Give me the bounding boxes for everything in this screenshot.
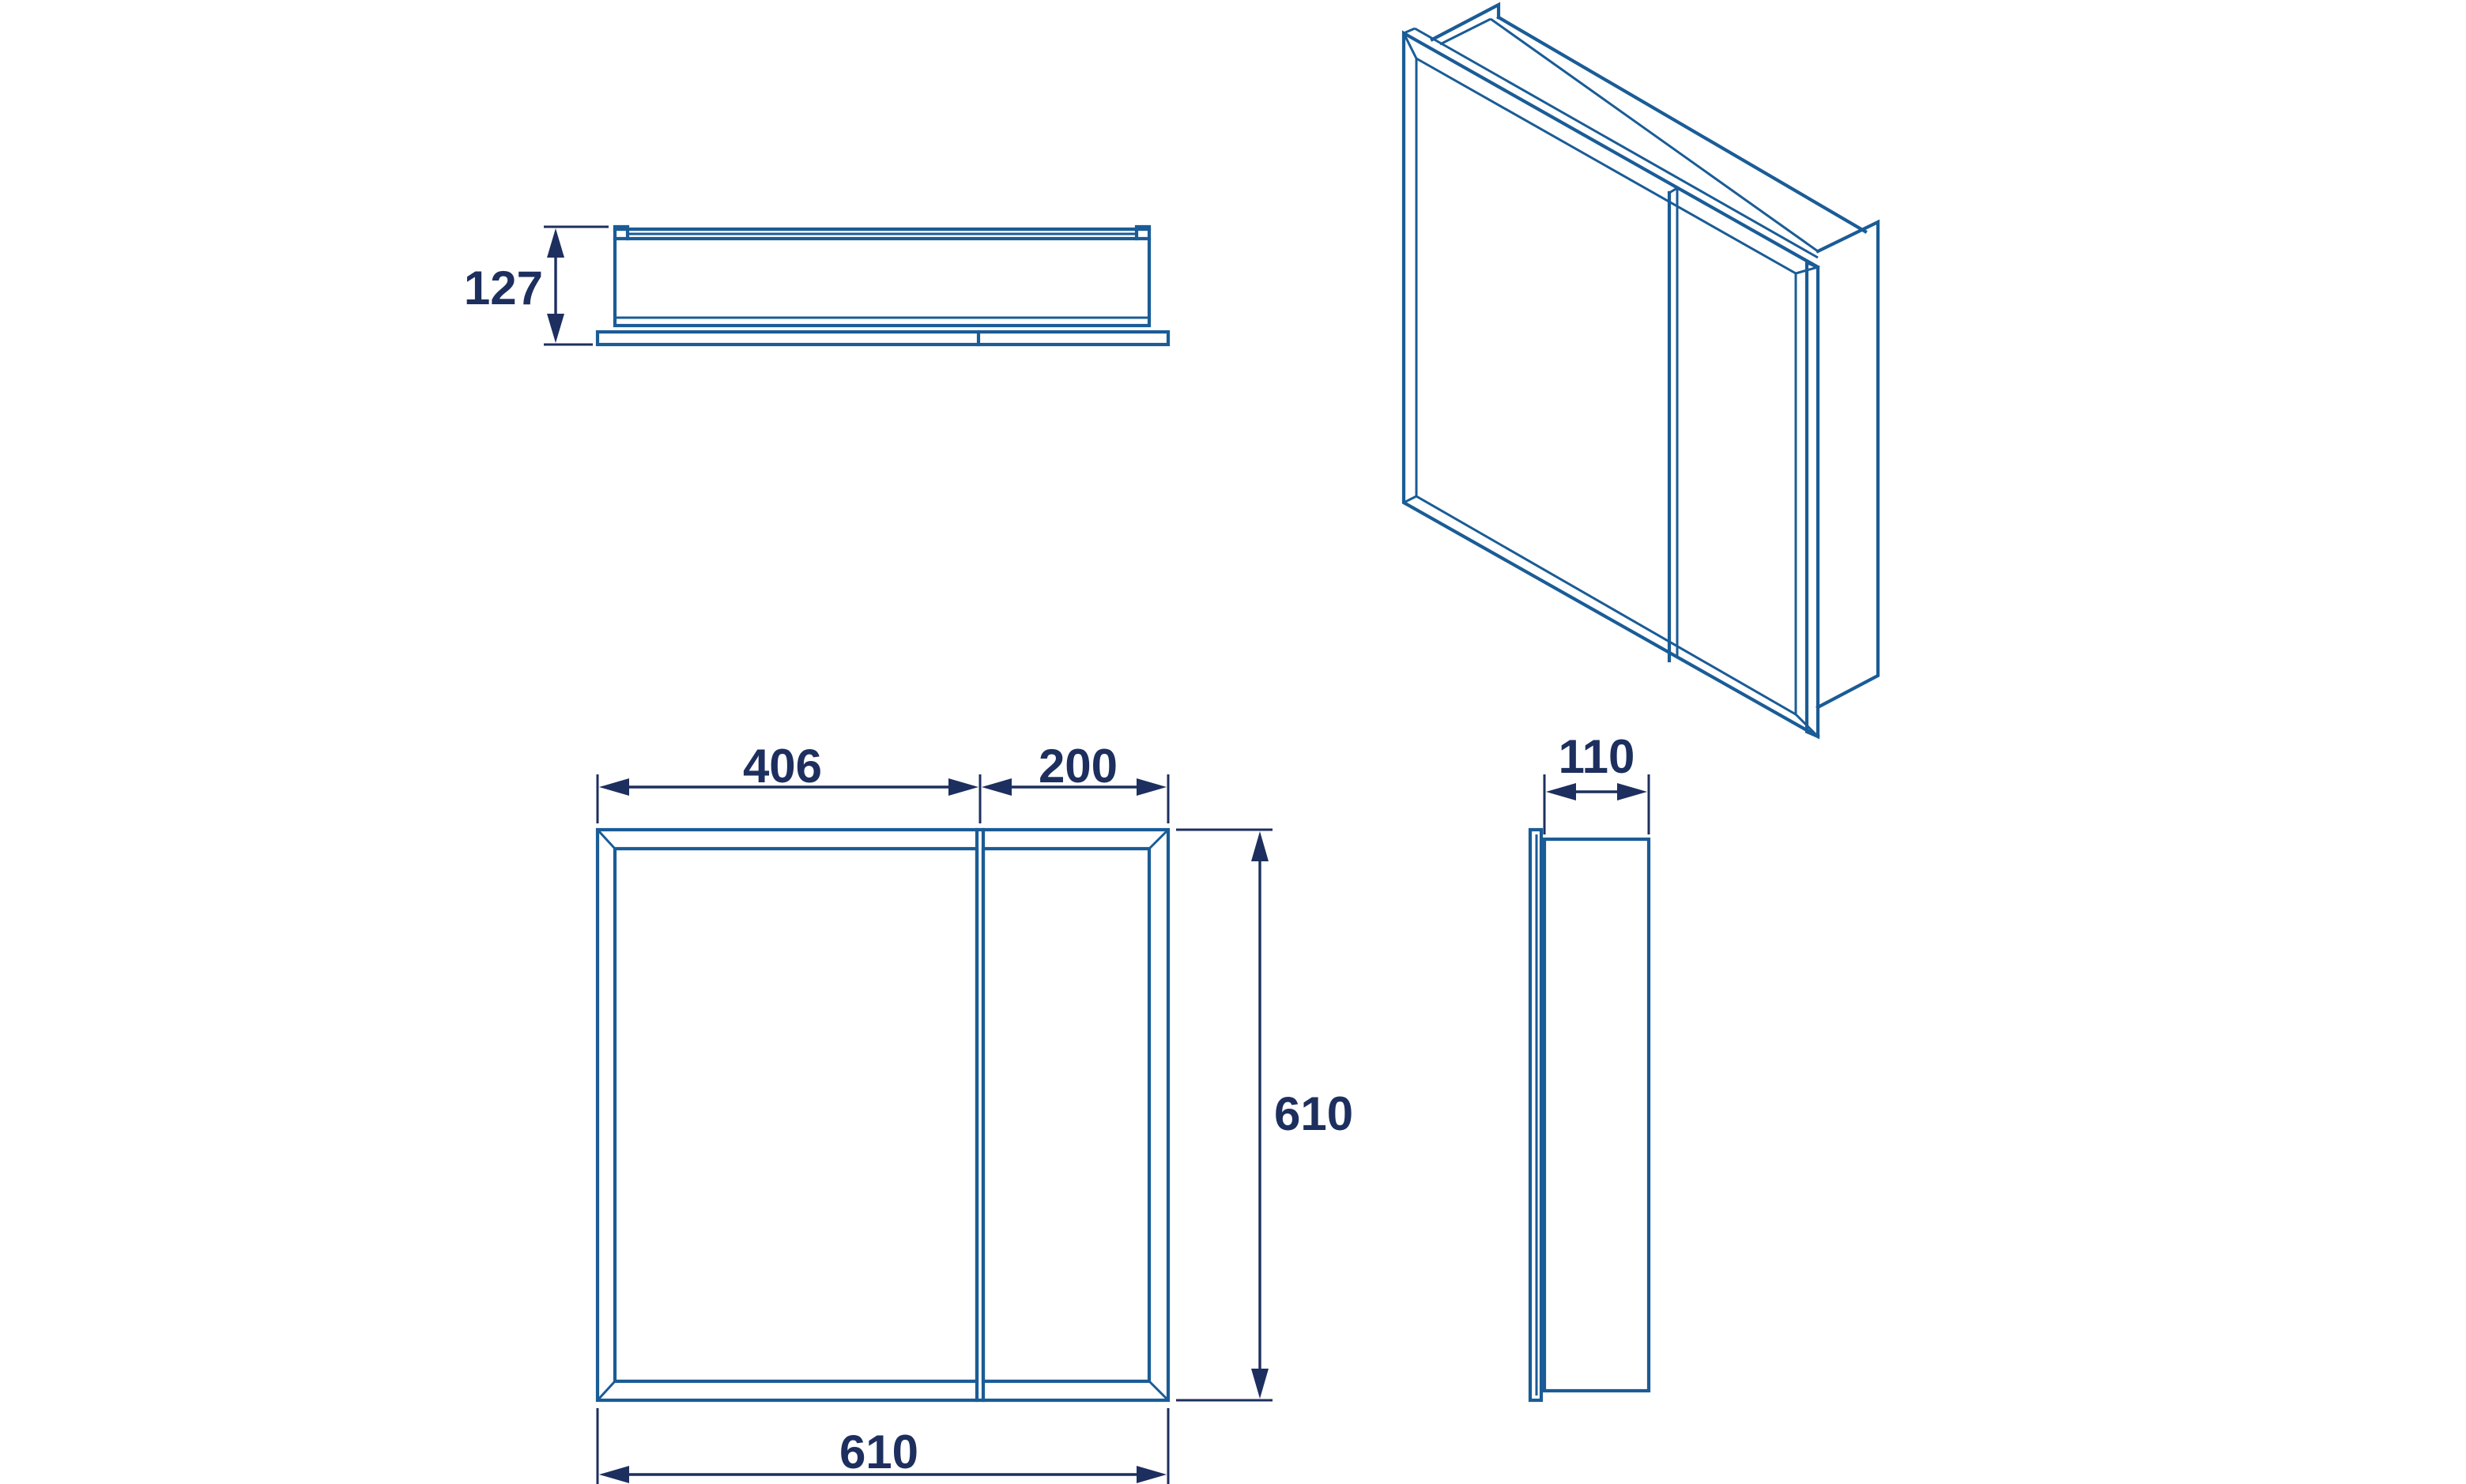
width-left-arrow-l xyxy=(599,778,629,796)
top-view-left-tab xyxy=(613,224,630,241)
total-height-arrow-down xyxy=(1251,1369,1269,1399)
front-left-door-inner xyxy=(613,846,979,1384)
total-width-label: 610 xyxy=(839,1426,918,1478)
dimension-total-height: 610 xyxy=(1176,828,1353,1402)
side-view-body xyxy=(1542,837,1651,1393)
depth-side-arrow-r xyxy=(1617,783,1647,800)
iso-door-top-bevel xyxy=(1414,27,1819,259)
front-view-outer-frame xyxy=(595,827,1171,1403)
dimension-top-widths: 406 200 xyxy=(596,740,1170,823)
front-bevel-bl xyxy=(596,1380,616,1402)
total-height-label: 610 xyxy=(1274,1087,1353,1140)
iso-corner-bl xyxy=(1403,495,1417,504)
depth-top-arrow-down xyxy=(547,314,564,343)
depth-side-arrow-l xyxy=(1546,783,1576,800)
depth-top-arrow-up xyxy=(547,228,564,258)
front-bevel-tl xyxy=(596,828,616,850)
width-right-label: 200 xyxy=(1039,740,1118,793)
iso-back-top-edge xyxy=(1496,15,1868,234)
iso-top-rear-edge xyxy=(1490,17,1819,253)
top-view-right-tab xyxy=(1134,224,1152,241)
front-right-door-inner xyxy=(981,846,1152,1384)
top-view-door-frame xyxy=(595,330,1171,347)
iso-door-thickness-top xyxy=(1403,27,1416,35)
depth-top-label: 127 xyxy=(464,262,543,315)
width-left-label: 406 xyxy=(743,740,822,793)
dimension-total-width: 610 xyxy=(596,1408,1170,1484)
total-height-arrow-up xyxy=(1251,831,1269,861)
dimension-depth-top: 127 xyxy=(464,225,609,346)
iso-back-side xyxy=(1816,219,1880,710)
width-right-arrow-l xyxy=(982,778,1012,796)
dimension-depth-side: 110 xyxy=(1543,730,1650,834)
total-width-arrow-r xyxy=(1137,1466,1167,1483)
iso-back-top-left xyxy=(1430,2,1501,42)
side-view xyxy=(1528,827,1651,1403)
front-bevel-br xyxy=(1148,1380,1170,1402)
top-view-body xyxy=(613,236,1152,328)
width-left-arrow-r xyxy=(948,778,978,796)
iso-top-inner-edge xyxy=(1439,17,1491,46)
depth-side-label: 110 xyxy=(1559,730,1635,783)
iso-door-thickness xyxy=(1804,259,1820,739)
total-width-arrow-l xyxy=(599,1466,629,1483)
front-bevel-tr xyxy=(1148,828,1170,850)
side-view-door xyxy=(1528,827,1544,1403)
top-view xyxy=(595,224,1171,347)
iso-door-split-top xyxy=(1669,186,1678,194)
width-right-arrow-r xyxy=(1137,778,1167,796)
isometric-view xyxy=(1401,2,1880,740)
front-view xyxy=(595,827,1171,1403)
iso-corner-tl xyxy=(1402,32,1418,59)
